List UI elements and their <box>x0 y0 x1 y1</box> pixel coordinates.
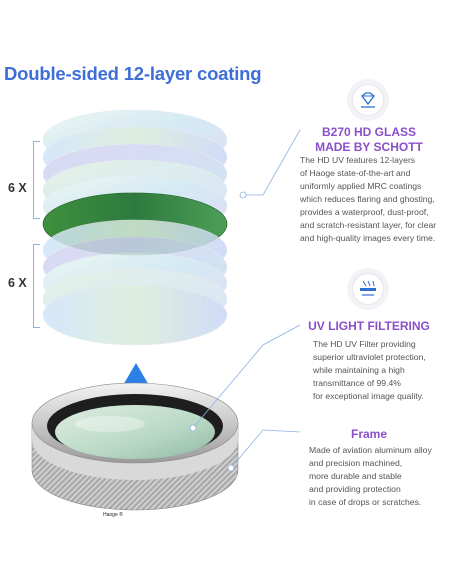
diamond-icon <box>361 92 375 108</box>
layer-count-upper: 6 X <box>8 181 27 195</box>
feature-title-uv: UV LIGHT FILTERING <box>308 319 430 333</box>
uv-filter-ring <box>31 382 239 511</box>
feature-title-glass: B270 HD GLASS MADE BY SCHOTT <box>315 125 423 154</box>
feature-badge-uv <box>347 268 389 310</box>
coating-layer <box>42 284 228 346</box>
feature-body-glass: The HD UV features 12-layers of Haoge st… <box>300 155 437 243</box>
feature-body-uv: The HD UV Filter providing superior ultr… <box>313 339 426 401</box>
layer-bracket-lower <box>33 244 40 328</box>
feature-title-frame: Frame <box>350 427 388 441</box>
brand-label: Haoge ® <box>103 512 123 518</box>
coating-layers-lower <box>42 219 228 346</box>
feature-badge-glass <box>347 79 389 121</box>
layer-count-lower: 6 X <box>8 276 27 290</box>
page-title: Double-sided 12-layer coating <box>4 63 262 84</box>
uv-filter-icon <box>360 280 376 296</box>
layer-bracket-upper <box>33 141 40 219</box>
feature-body-frame: Made of aviation aluminum alloy and prec… <box>309 445 432 507</box>
filter-glass <box>55 405 215 459</box>
